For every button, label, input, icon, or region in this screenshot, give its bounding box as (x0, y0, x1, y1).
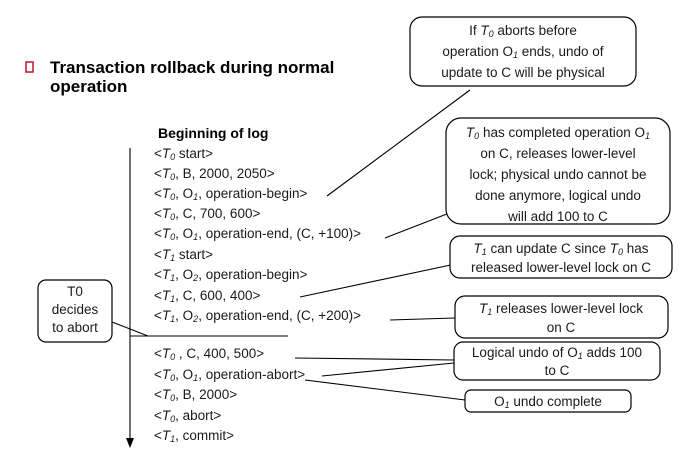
log-heading: Beginning of log (158, 125, 268, 141)
log-record: <T0, O1, operation-begin> (154, 186, 308, 202)
callout-t0-decides-line: decides (52, 302, 99, 317)
log-record: <T1, C, 600, 400> (154, 288, 260, 304)
hollow-square-bullet-icon (25, 61, 34, 73)
callout-physical-undo-line: update to C will be physical (441, 65, 605, 80)
callout-logical-undo-line: will add 100 to C (507, 209, 608, 224)
log-record: <T1 start> (154, 247, 213, 263)
callout-physical-undo-box (409, 16, 637, 87)
log-record: <T0, O1, operation-end, (C, +100)> (154, 226, 361, 242)
log-record: <T1, commit> (154, 428, 234, 444)
log-record: <T1, O2, operation-end, (C, +200)> (154, 308, 361, 324)
callout-logical-undo-adds-box (453, 341, 661, 381)
slide-title-line-1: Transaction rollback during normal (50, 58, 334, 77)
pointer-logical-undo-adds-2 (321, 362, 455, 377)
callout-logical-undo-line: on C, releases lower-level (480, 146, 635, 161)
log-record: <T0, O1, operation-abort> (154, 367, 305, 383)
callout-t0-decides-line: T0 (67, 284, 83, 299)
pointer-logical-undo-adds-1 (294, 357, 455, 361)
log-record: <T0, B, 2000> (154, 387, 237, 403)
log-records: <T0 start> <T0, B, 2000, 2050> <T0, O1, op… (154, 146, 361, 444)
pointer-undo-complete (304, 379, 466, 401)
log-record: <T0, C, 700, 600> (154, 206, 260, 222)
log-record: <T0 , C, 400, 500> (154, 346, 264, 362)
pointer-physical-undo (326, 89, 471, 197)
callout-logical-undo-line: lock; physical undo cannot be (469, 167, 646, 182)
callout-physical-undo-line: operation O1 ends, undo of (442, 44, 603, 60)
callout-t1-release-box (454, 295, 669, 339)
callout-undo-complete-line: O1 undo complete (494, 394, 602, 410)
callout-t1-update-box (449, 235, 673, 279)
callout-pointers (111, 89, 471, 401)
log-record: <T0 start> (154, 146, 213, 162)
log-record: <T0, abort> (154, 408, 221, 424)
callout-t1-update-line: T1 can update C since T0 has (473, 241, 648, 257)
callout-t0-decides-line: to abort (52, 320, 98, 335)
callout-undo-complete-box (464, 389, 632, 413)
callout-logical-undo-line: T0 has completed operation O1 (466, 125, 650, 141)
callout-logical-undo-line: done anymore, logical undo (475, 188, 641, 203)
timeline-arrowhead-icon (126, 438, 134, 448)
callout-texts: If T0 aborts before operation O1 ends, un… (52, 23, 652, 410)
log-record: <T1, O2, operation-begin> (154, 267, 308, 283)
pointer-t1-update (299, 262, 461, 298)
callout-t1-release-line: on C (547, 320, 576, 335)
pointer-t1-release (389, 317, 456, 321)
callout-t1-update-line: released lower-level lock on C (471, 260, 651, 275)
pointer-t0-decides (111, 321, 149, 337)
callout-logical-undo-adds-line: to C (545, 363, 570, 378)
callout-t1-release-line: T1 releases lower-level lock (479, 301, 643, 317)
callout-t0-decides-box (37, 279, 113, 343)
callout-physical-undo-line: If T0 aborts before (469, 23, 577, 39)
callout-logical-undo-adds-line: Logical undo of O1 adds 100 (472, 345, 642, 361)
slide-title-line-2: operation (50, 77, 127, 96)
callout-logical-undo-box (445, 117, 671, 225)
log-record: <T0, B, 2000, 2050> (154, 166, 275, 182)
